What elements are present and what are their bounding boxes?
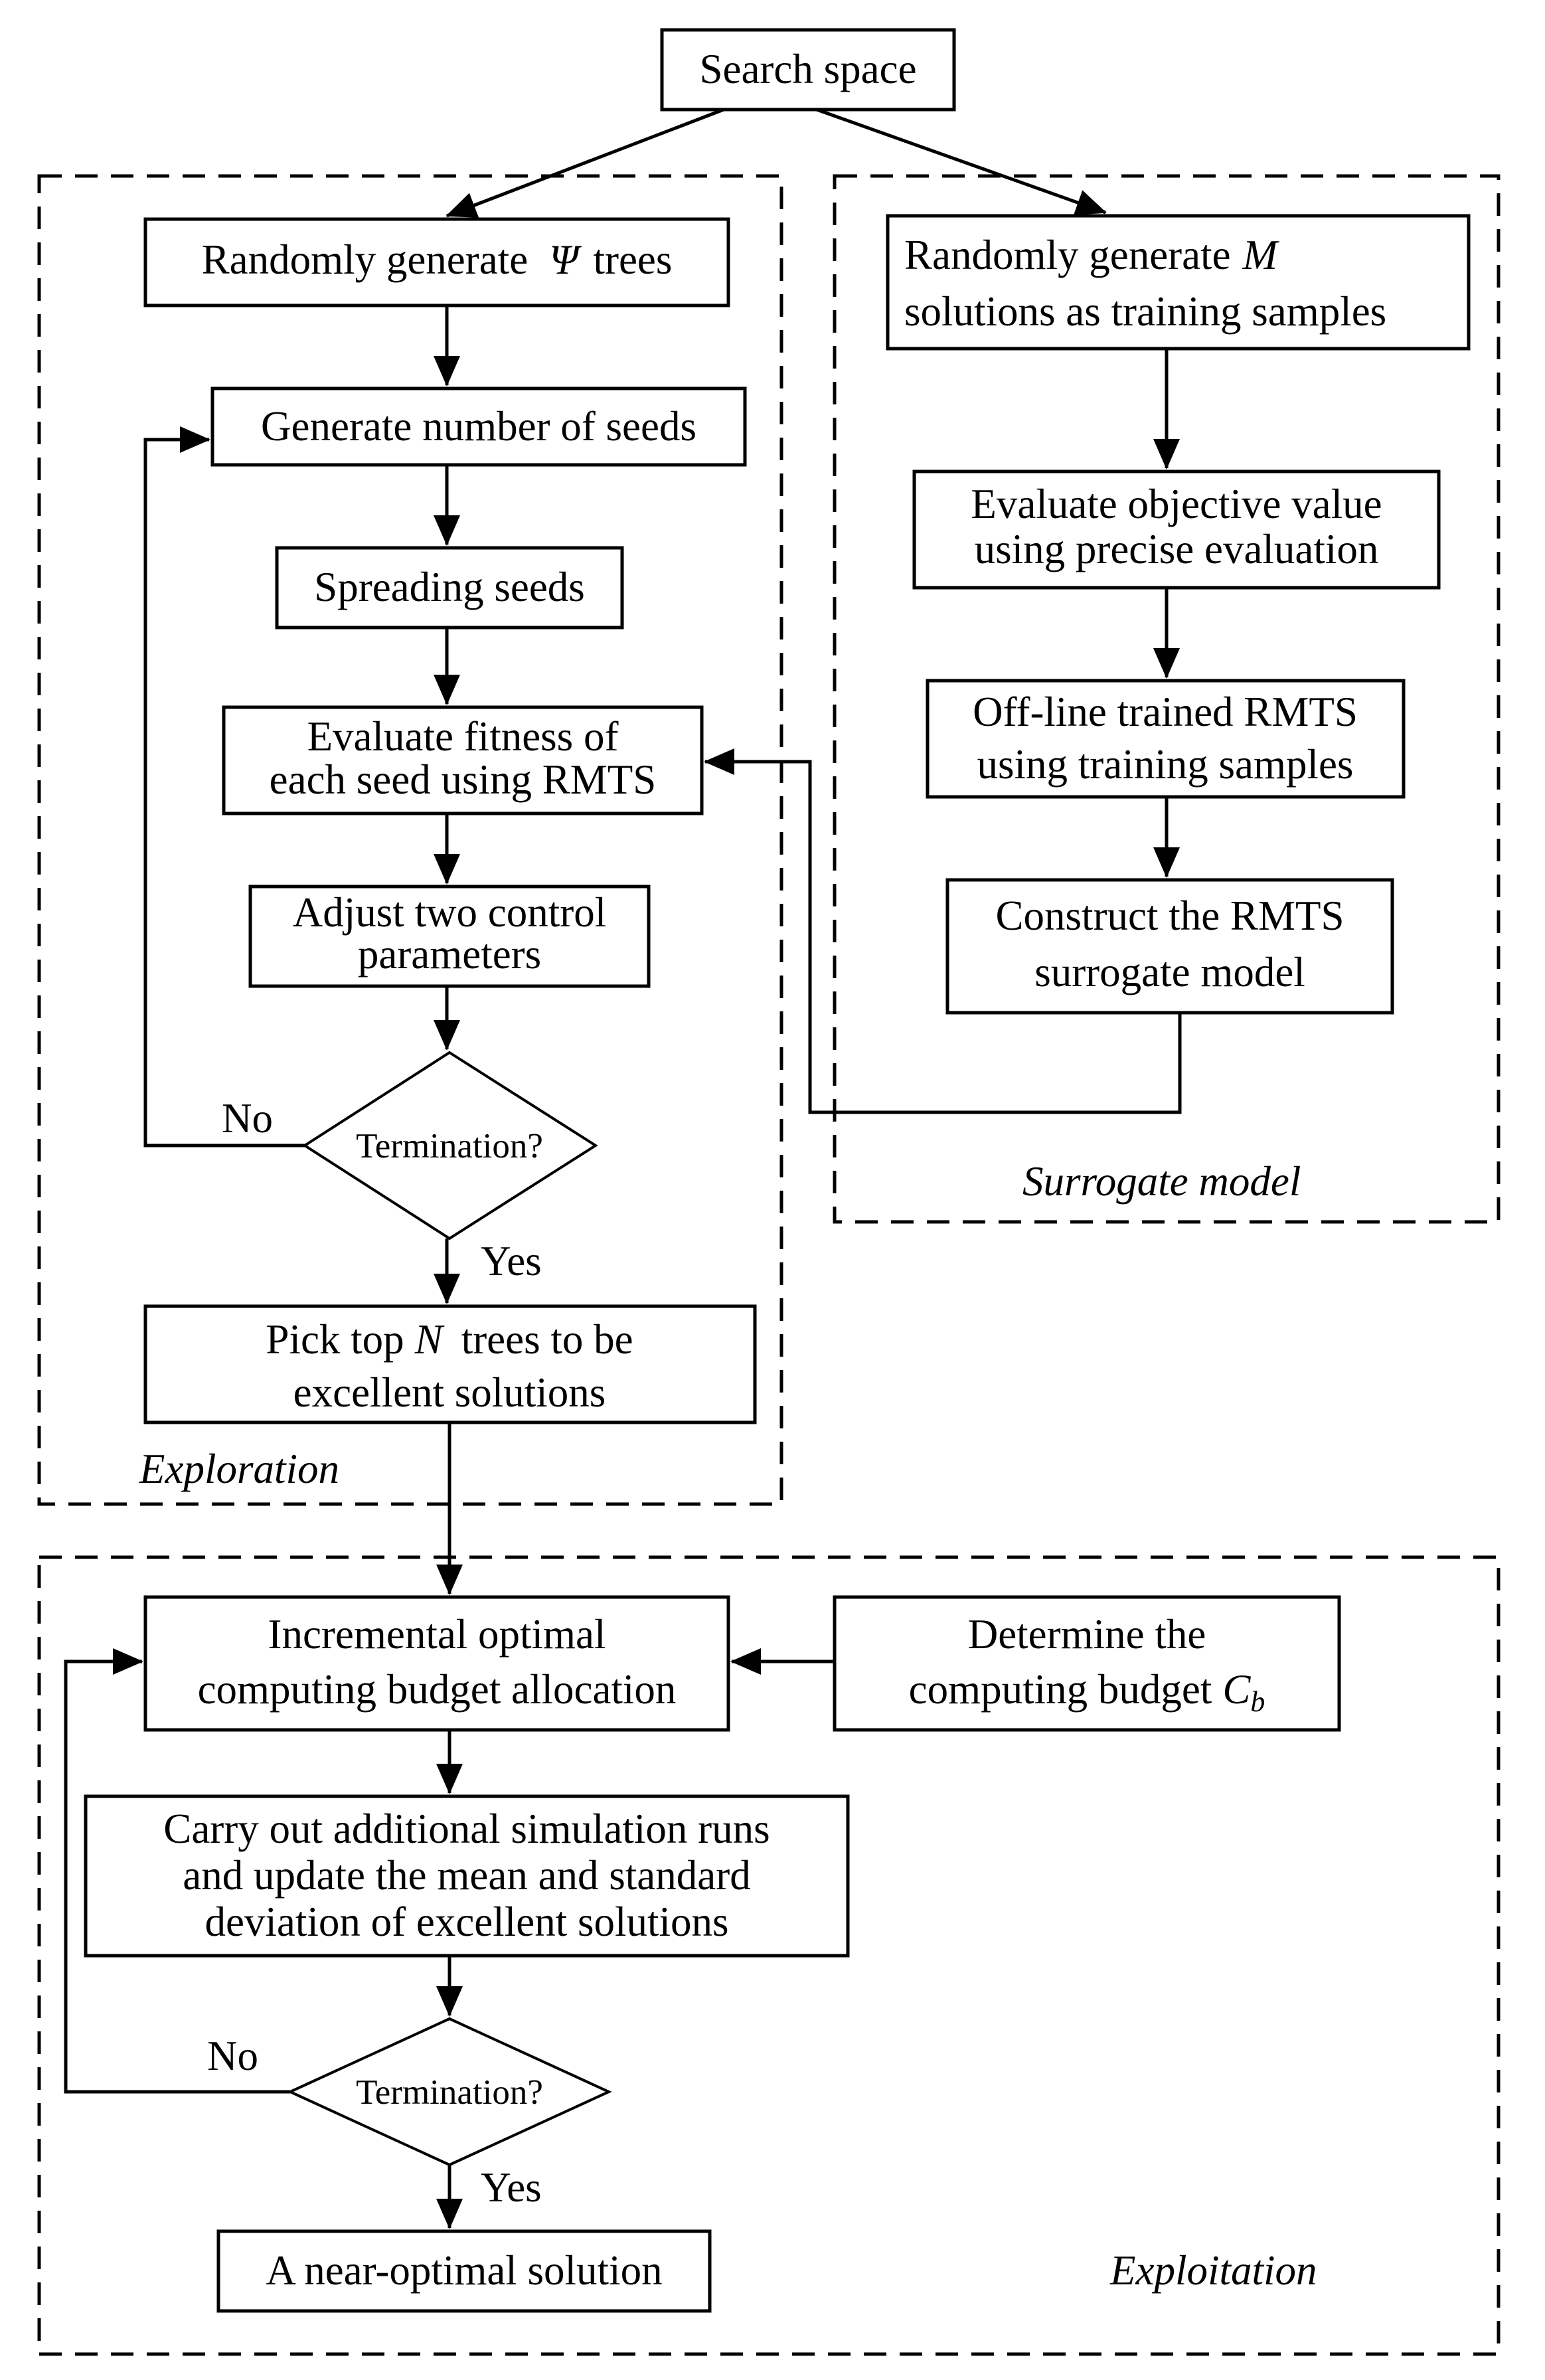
construct-rmts-box: [945, 878, 1394, 1015]
offline-trained-box: [926, 679, 1406, 799]
termination-1-diamond: [302, 1051, 598, 1240]
randomly-generate-m-line2: solutions as training samples: [904, 288, 1386, 335]
randomly-generate-m-box: [886, 214, 1471, 351]
evaluate-fitness-box: [222, 705, 704, 815]
exploitation-label: Exploitation: [1109, 2247, 1317, 2294]
pick-top-n-line2: excellent solutions: [293, 1369, 606, 1416]
incremental-ocba-box: [143, 1595, 730, 1732]
incremental-ocba-line2: computing budget allocation: [198, 1666, 677, 1713]
no-label-2: No: [207, 2033, 258, 2079]
no-label-1: No: [222, 1095, 273, 1142]
carry-out-runs-line3: deviation of excellent solutions: [204, 1899, 728, 1945]
carry-out-runs-line1: Carry out additional simulation runs: [163, 1806, 770, 1852]
edge-search-to-trees: [446, 108, 724, 218]
edge-search-to-m: [816, 108, 1107, 216]
termination-1-text: Termination?: [356, 1127, 543, 1165]
carry-out-runs-box: [84, 1794, 850, 1958]
evaluate-objective-line2: using precise evaluation: [975, 526, 1379, 572]
offline-trained-line1: Off-line trained RMTS: [973, 689, 1358, 735]
spreading-seeds-text: Spreading seeds: [314, 564, 585, 610]
offline-trained-line2: using training samples: [977, 741, 1354, 788]
carry-out-runs-line2: and update the mean and standard: [183, 1852, 750, 1899]
pick-top-n-box: [143, 1304, 757, 1424]
near-optimal-text: A near-optimal solution: [266, 2247, 662, 2294]
exploration-label: Exploration: [139, 1446, 339, 1492]
spreading-seeds-box: [275, 546, 624, 630]
yes-label-2: Yes: [481, 2164, 542, 2211]
edge-construct-to-evaluate: [704, 748, 1182, 1114]
adjust-parameters-box: [248, 885, 651, 988]
surrogate-model-region: [833, 174, 1501, 1224]
evaluate-objective-line1: Evaluate objective value: [971, 481, 1382, 527]
exploitation-region: [37, 1555, 1501, 2356]
search-space-box: [660, 28, 956, 112]
incremental-ocba-line1: Incremental optimal: [268, 1611, 606, 1658]
evaluate-fitness-line1: Evaluate fitness of: [307, 713, 619, 760]
yes-label-1: Yes: [481, 1238, 542, 1284]
adjust-parameters-line2: parameters: [358, 931, 541, 978]
construct-rmts-line2: surrogate model: [1034, 949, 1305, 995]
evaluate-fitness-line2: each seed using RMTS: [270, 756, 657, 803]
determine-budget-line1: Determine the: [968, 1611, 1206, 1658]
exploration-region: [37, 174, 783, 1506]
search-space-text: Search space: [699, 46, 916, 92]
generate-seeds-text: Generate number of seeds: [261, 403, 696, 450]
construct-rmts-line1: Construct the RMTS: [995, 892, 1344, 939]
determine-budget-box: [833, 1595, 1341, 1732]
surrogate-model-label: Surrogate model: [1022, 1158, 1301, 1205]
adjust-parameters-line1: Adjust two control: [293, 889, 606, 936]
near-optimal-box: [216, 2229, 712, 2313]
edge-termination-2-no: [64, 1648, 290, 2094]
evaluate-objective-box: [912, 469, 1441, 590]
edge-termination-1-no: [143, 426, 305, 1148]
randomly-generate-trees-box: [143, 217, 730, 307]
generate-seeds-box: [210, 386, 747, 467]
termination-2-text: Termination?: [356, 2073, 543, 2112]
